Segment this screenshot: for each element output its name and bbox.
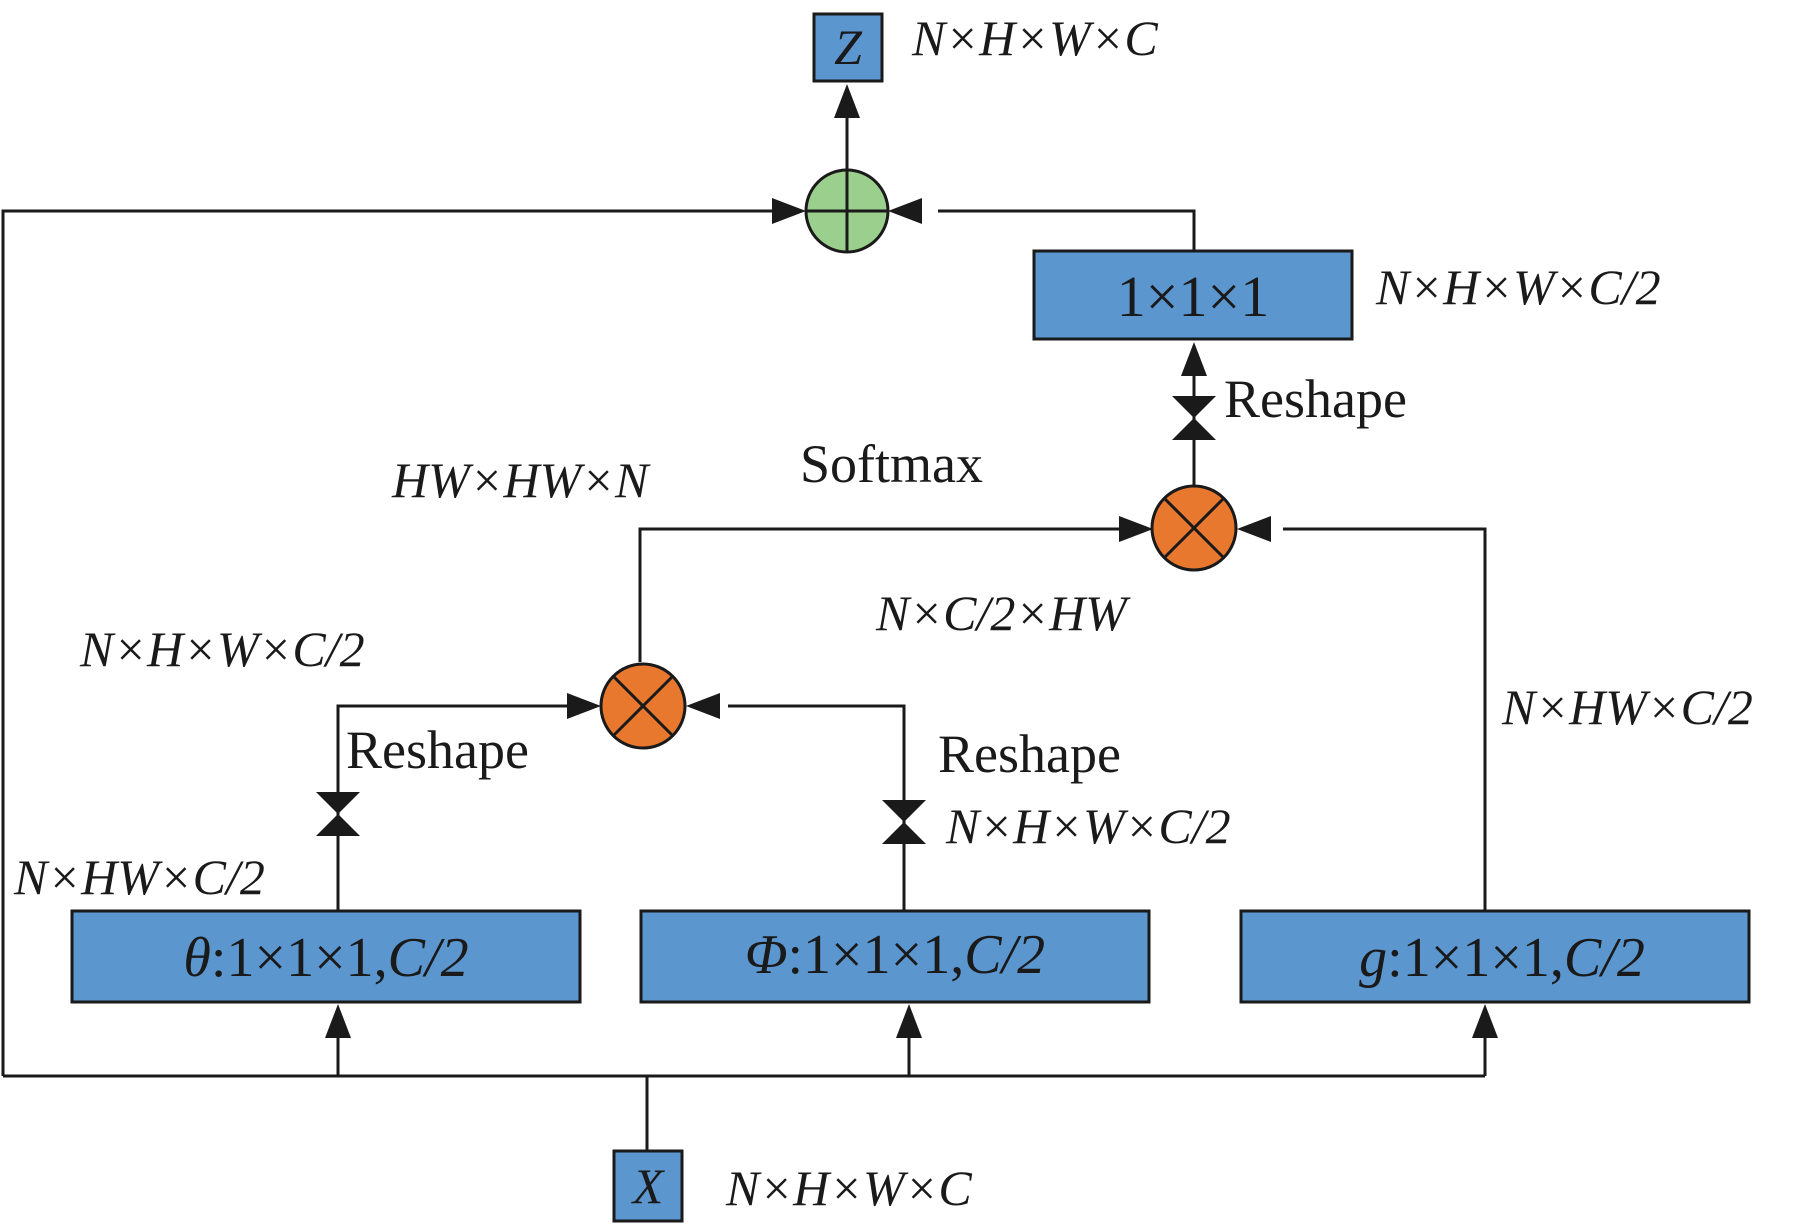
theta-to-multiply-wire — [336, 704, 575, 911]
phi-to-multiply-wire — [728, 704, 906, 911]
g-conv-box: g:1×1×1,C/2 — [1239, 909, 1751, 1004]
input-box-rect — [612, 1149, 684, 1223]
output-box: Z — [812, 12, 884, 83]
softmax-label: Softmax — [800, 434, 983, 494]
theta-symbol: θ — [183, 927, 211, 989]
phi-conv-rect — [639, 909, 1151, 1004]
phi-branch-shape-label: N×H×W×C/2 — [945, 798, 1231, 854]
multiply-node-affinity — [599, 662, 687, 750]
phi-to-multiply-arrowhead — [686, 693, 720, 719]
multiply-cross-2b — [1162, 496, 1226, 560]
multiply-cross-1b — [611, 674, 675, 738]
theta-conv-rect — [70, 909, 582, 1004]
affinity-to-multiply-arrowhead — [1119, 516, 1153, 542]
residual-arrowhead — [772, 198, 806, 224]
g-to-multiply-wire — [1283, 527, 1487, 911]
phi-symbol: Φ — [745, 924, 788, 986]
g-conv-label: g:1×1×1,C/2 — [1359, 927, 1645, 989]
theta-reshape-marker — [316, 792, 360, 836]
g-symbol: g — [1359, 927, 1387, 989]
conv-to-add-arrowhead — [888, 198, 922, 224]
product-reshape-marker — [1172, 396, 1216, 440]
g-input-arrowhead — [1472, 1004, 1498, 1038]
input-box: X — [612, 1149, 684, 1223]
product-shape-label: N×C/2×HW — [875, 585, 1131, 641]
output-conv-label: 1×1×1 — [1117, 264, 1269, 329]
output-conv-rect — [1032, 249, 1354, 341]
output-box-rect — [812, 12, 884, 83]
phi-spec: :1×1×1, — [787, 924, 964, 986]
g-channels: C/2 — [1564, 927, 1645, 989]
theta-reshape-label: Reshape — [346, 720, 529, 780]
theta-spec: :1×1×1, — [211, 927, 388, 989]
product-reshape-label: Reshape — [1224, 369, 1407, 429]
add-node — [804, 168, 890, 254]
product-to-conv-arrowhead — [1181, 342, 1207, 376]
output-arrowhead — [834, 84, 860, 118]
phi-reshape-label: Reshape — [938, 724, 1121, 784]
output-shape-label: N×H×W×C — [911, 10, 1158, 66]
phi-channels: C/2 — [964, 924, 1045, 986]
phi-input-arrowhead — [896, 1004, 922, 1038]
theta-out-shape-label: N×H×W×C/2 — [79, 621, 365, 677]
theta-branch-shape-label: N×HW×C/2 — [13, 849, 265, 905]
output-conv-shape-label: N×H×W×C/2 — [1375, 259, 1661, 315]
residual-wire — [1, 209, 780, 1076]
output-symbol: Z — [834, 19, 863, 75]
g-conv-rect — [1239, 909, 1751, 1004]
theta-channels: C/2 — [388, 927, 469, 989]
phi-conv-label: Φ:1×1×1,C/2 — [745, 924, 1045, 986]
theta-conv-label: θ:1×1×1,C/2 — [183, 927, 468, 989]
input-symbol: X — [631, 1158, 666, 1214]
affinity-to-multiply-wire — [638, 527, 1127, 662]
phi-reshape-marker — [882, 800, 926, 844]
theta-input-arrowhead — [325, 1004, 351, 1038]
multiply-node-output — [1150, 484, 1238, 572]
input-shape-label: N×H×W×C — [725, 1160, 972, 1216]
phi-conv-box: Φ:1×1×1,C/2 — [639, 909, 1151, 1004]
theta-to-multiply-arrowhead — [567, 693, 601, 719]
g-to-multiply-arrowhead — [1237, 516, 1271, 542]
theta-conv-box: θ:1×1×1,C/2 — [70, 909, 582, 1004]
conv-to-add-wire — [938, 209, 1196, 251]
g-branch-shape-label: N×HW×C/2 — [1501, 679, 1753, 735]
output-conv-box: 1×1×1 — [1032, 249, 1354, 341]
g-spec: :1×1×1, — [1387, 927, 1564, 989]
affinity-shape-label: HW×HW×N — [391, 452, 651, 508]
